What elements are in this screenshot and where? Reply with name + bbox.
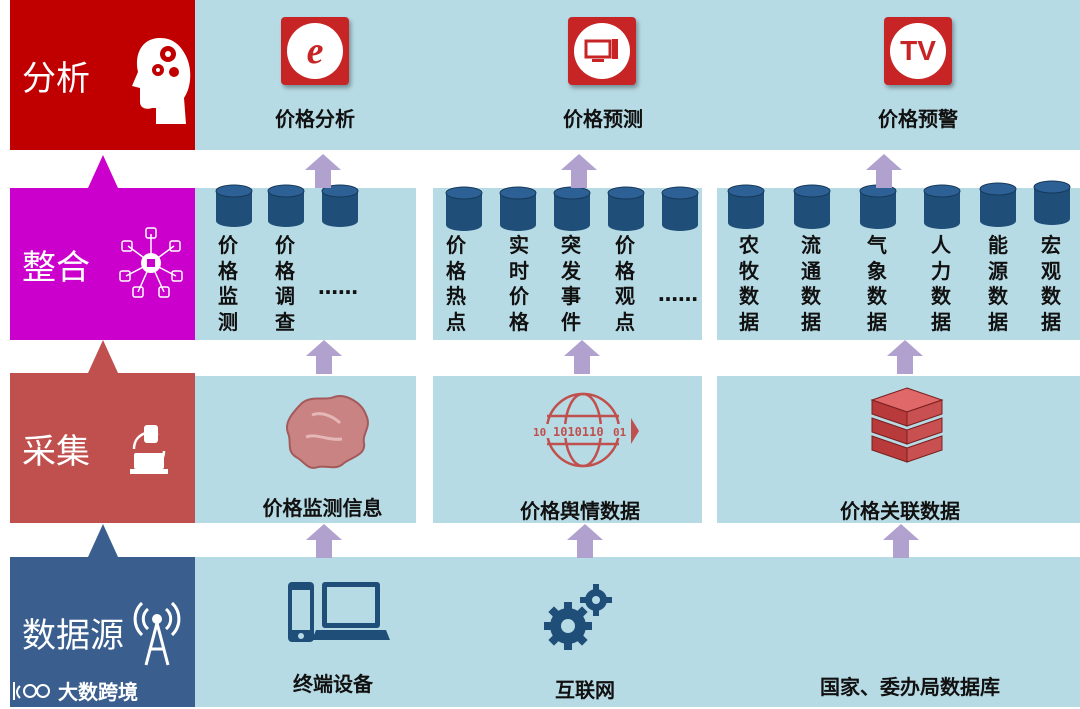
up-arrow <box>883 524 919 558</box>
layer-integration-text: 整合 <box>22 247 90 288</box>
watermark-logo-icon <box>13 681 50 700</box>
database-cylinder-icon <box>445 186 483 231</box>
database-cylinder-icon <box>321 184 359 227</box>
head-gears-icon <box>132 38 191 124</box>
integration-item: 农牧数据 <box>739 233 759 334</box>
database-cylinder-icon <box>499 186 537 231</box>
integration-item: 人力数据 <box>931 233 951 334</box>
integration-item: 能源数据 <box>988 233 1008 334</box>
integration-panel-3 <box>717 188 1080 340</box>
layer-pointer <box>88 524 118 557</box>
integration-item: 流通数据 <box>801 233 821 334</box>
database-cylinder-icon <box>859 184 897 229</box>
up-arrow <box>561 154 597 188</box>
database-cylinder-icon <box>727 184 765 229</box>
database-cylinder-icon <box>923 184 961 229</box>
database-cylinder-icon <box>793 184 831 229</box>
source-label-database: 国家、委办局数据库 <box>820 675 1000 699</box>
integration-item: 价格观点 <box>615 233 635 334</box>
map-blob-icon <box>286 395 369 469</box>
integration-item: 气象数据 <box>867 233 887 334</box>
collect-device-icon <box>130 425 168 474</box>
layer-label-source: 数据源 <box>10 557 195 707</box>
up-arrow <box>887 340 923 374</box>
database-cylinder-icon <box>267 184 305 227</box>
integration-ellipsis: …… <box>658 282 698 306</box>
integration-item: 价格调查 <box>275 233 295 334</box>
gears-icon <box>544 584 612 650</box>
layer-collection-text: 采集 <box>22 431 90 472</box>
up-arrow <box>305 154 341 188</box>
tv-icon: TV <box>884 17 952 85</box>
layer-label-analysis: 分析 <box>10 0 195 150</box>
integration-item: 价格监测 <box>218 233 238 334</box>
analysis-label-price-warning: 价格预警 <box>878 107 958 131</box>
layer-analysis-text: 分析 <box>22 58 90 99</box>
integration-item: 实时价格 <box>509 233 529 334</box>
watermark: 大数跨境 <box>10 676 138 705</box>
ie-browser-icon: e <box>281 17 349 85</box>
up-arrow <box>306 524 342 558</box>
layer-source-text: 数据源 <box>22 615 124 656</box>
signal-tower-icon <box>133 601 181 666</box>
collection-label-sentiment: 价格舆情数据 <box>520 499 640 523</box>
globe-bits-center: 1010110 <box>553 425 604 439</box>
up-arrow <box>567 524 603 558</box>
database-cylinder-icon <box>661 186 699 231</box>
server-stack-icon <box>870 387 944 463</box>
analysis-label-price-analysis: 价格分析 <box>275 107 355 131</box>
up-arrow <box>866 154 902 188</box>
network-hub-icon <box>119 227 183 298</box>
globe-bits-left: 10 <box>533 426 546 439</box>
collection-label-related: 价格关联数据 <box>840 499 960 523</box>
database-cylinder-icon <box>1033 180 1071 225</box>
database-cylinder-icon <box>215 184 253 227</box>
globe-bits-right: 01 <box>613 426 627 439</box>
layer-label-collection: 采集 <box>10 373 195 523</box>
source-label-terminal: 终端设备 <box>293 672 373 696</box>
integration-item: 突发事件 <box>561 233 581 334</box>
layer-pointer <box>88 155 118 188</box>
watermark-text: 大数跨境 <box>58 680 138 704</box>
database-cylinder-icon <box>553 186 591 231</box>
integration-item: 价格热点 <box>446 233 466 334</box>
up-arrow <box>564 340 600 374</box>
up-arrow <box>306 340 342 374</box>
integration-ellipsis: …… <box>318 275 358 299</box>
monitor-icon <box>568 17 636 85</box>
devices-icon <box>288 582 390 642</box>
integration-item: 宏观数据 <box>1041 233 1061 334</box>
globe-data-icon: 10 1010110 01 <box>533 392 639 468</box>
layer-label-integration: 整合 <box>10 188 195 340</box>
database-cylinder-icon <box>979 182 1017 227</box>
collection-label-monitor-info: 价格监测信息 <box>262 496 383 520</box>
analysis-label-price-forecast: 价格预测 <box>563 107 643 131</box>
layer-pointer <box>88 340 118 373</box>
source-label-internet: 互联网 <box>555 678 615 702</box>
database-cylinder-icon <box>607 186 645 231</box>
